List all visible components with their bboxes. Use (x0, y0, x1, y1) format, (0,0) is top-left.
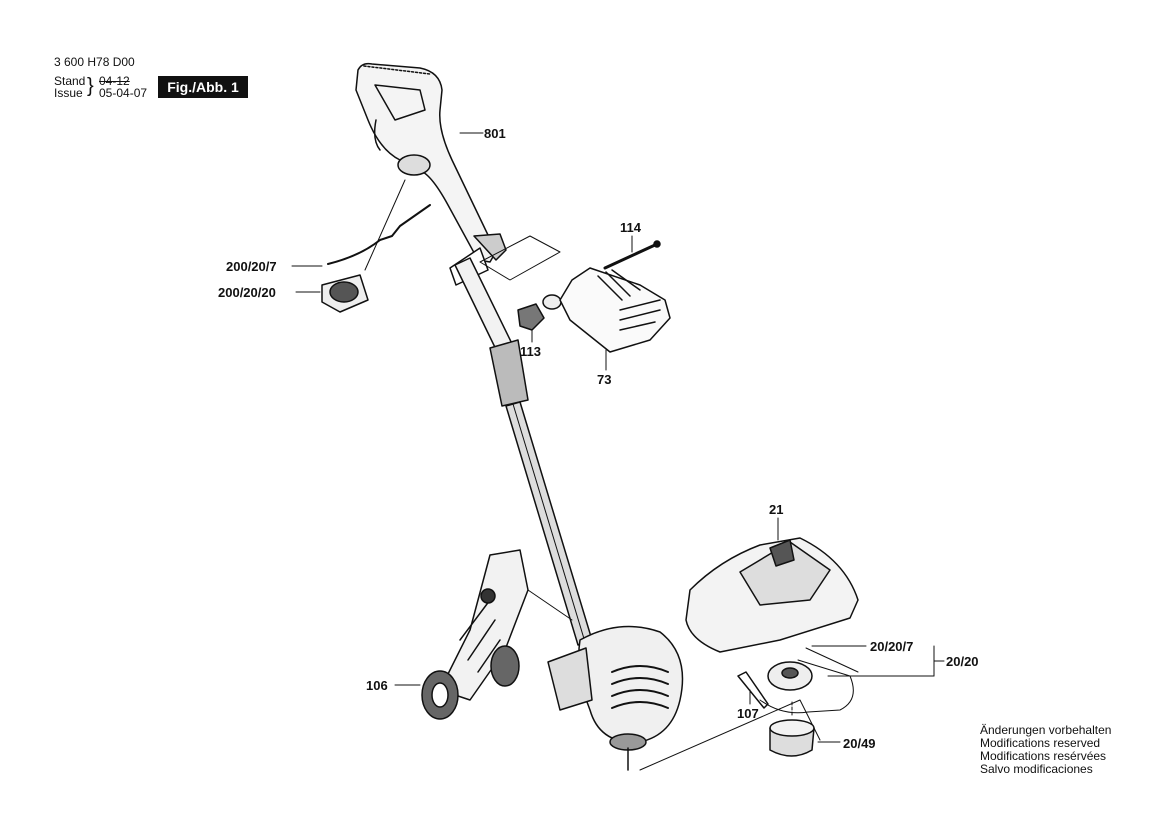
label-106: 106 (366, 678, 388, 693)
notice-line-es: Salvo modificaciones (980, 762, 1093, 776)
label-107: 107 (737, 706, 759, 721)
upper-handle-801 (355, 62, 507, 286)
notice-line-fr: Modifications resérvées (980, 749, 1107, 763)
label-200-20-7: 200/20/7 (226, 259, 277, 274)
label-20-20: 20/20 (946, 654, 979, 669)
notice-line-en: Modifications reserved (980, 736, 1101, 750)
part-200-20-7 (291, 179, 431, 271)
part-113 (517, 294, 562, 343)
notice-line-de: Änderungen vorbehalten (980, 723, 1112, 737)
part-200-20-20 (295, 274, 369, 313)
label-21: 21 (769, 502, 784, 517)
shaft (454, 257, 593, 646)
stand-value: 04-12 (99, 74, 130, 88)
doc-number: 3 600 H78 D00 (54, 55, 135, 69)
label-20-49: 20/49 (843, 736, 876, 751)
part-20-49 (769, 701, 841, 757)
part-20-20 (759, 645, 945, 714)
label-73: 73 (597, 372, 612, 387)
part-21 (685, 517, 859, 653)
label-20-20-7: 20/20/7 (870, 639, 914, 654)
part-107 (737, 671, 769, 709)
label-113: 113 (520, 344, 541, 359)
figure-label: Fig./Abb. 1 (158, 76, 248, 98)
brace: } (87, 75, 94, 97)
modifications-notice: Änderungen vorbehalten Modifications res… (980, 724, 1111, 776)
label-114: 114 (620, 220, 641, 235)
part-106 (394, 549, 573, 720)
issue-label: Issue (54, 86, 83, 100)
motor-head (547, 625, 821, 771)
label-200-20-20: 200/20/20 (218, 285, 276, 300)
stand-label: Stand (54, 74, 86, 88)
part-114 (603, 235, 661, 270)
label-801: 801 (484, 126, 506, 141)
part-73 (479, 235, 671, 371)
issue-value: 05-04-07 (99, 86, 148, 100)
